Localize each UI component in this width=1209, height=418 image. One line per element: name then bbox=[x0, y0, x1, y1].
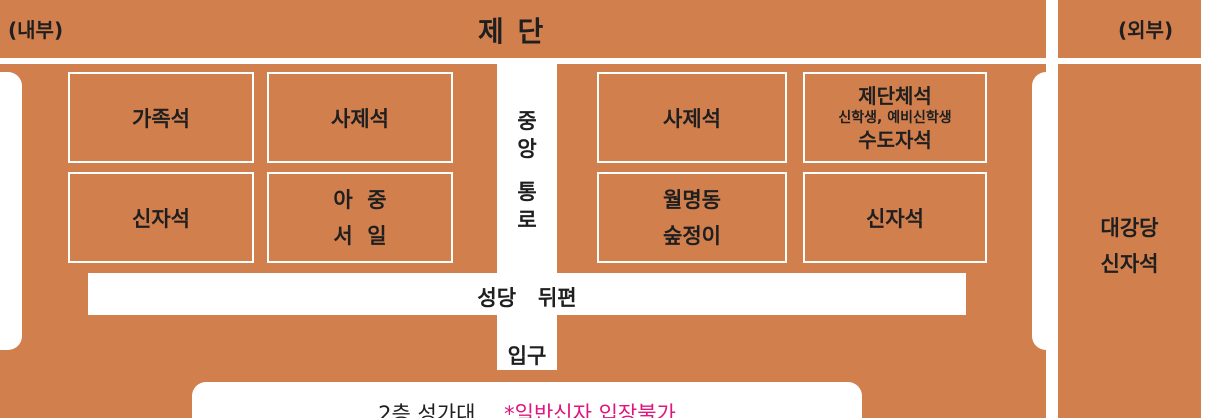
center-aisle bbox=[497, 64, 557, 370]
family-seats: 가족석 bbox=[68, 72, 254, 163]
hall-seating: 대강당 신자석 bbox=[1100, 216, 1159, 276]
gallery-label-row: 2층 성가대 *일반신자 입장불가 bbox=[192, 398, 862, 418]
right-wall bbox=[1032, 72, 1046, 350]
parishioner-seats-left: 신자석 bbox=[68, 172, 254, 263]
altar-outer-label: (외부) bbox=[1118, 18, 1174, 42]
parish-guest-seats: 월명동 숲정이 bbox=[597, 172, 787, 263]
left-wall bbox=[0, 72, 22, 350]
gallery-box bbox=[192, 382, 862, 418]
altar-title: 제 단 bbox=[478, 15, 546, 48]
priest-seats-left: 사제석 bbox=[267, 72, 453, 163]
clergy-seats: 제단체석 신학생, 예비신학생 수도자석 bbox=[803, 72, 987, 163]
altar-bar bbox=[0, 0, 1046, 58]
parishioner-seats-right: 신자석 bbox=[803, 172, 987, 263]
hall-area bbox=[1058, 64, 1201, 418]
choir-seats: 아 중 서 일 bbox=[267, 172, 453, 263]
back-aisle bbox=[88, 273, 966, 315]
aisle-label-top: 중 앙 bbox=[517, 109, 537, 161]
altar-inner-label: (내부) bbox=[8, 18, 64, 42]
gallery-note: *일반신자 입장불가 bbox=[504, 402, 676, 418]
back-aisle-label: 성당 뒤편 bbox=[477, 286, 577, 310]
gallery-label: 2층 성가대 bbox=[378, 402, 476, 418]
entrance-label: 입구 bbox=[507, 344, 547, 368]
aisle-label-bottom: 통 로 bbox=[517, 180, 537, 232]
outer-altar-bar bbox=[1058, 0, 1201, 58]
priest-seats-right: 사제석 bbox=[597, 72, 787, 163]
